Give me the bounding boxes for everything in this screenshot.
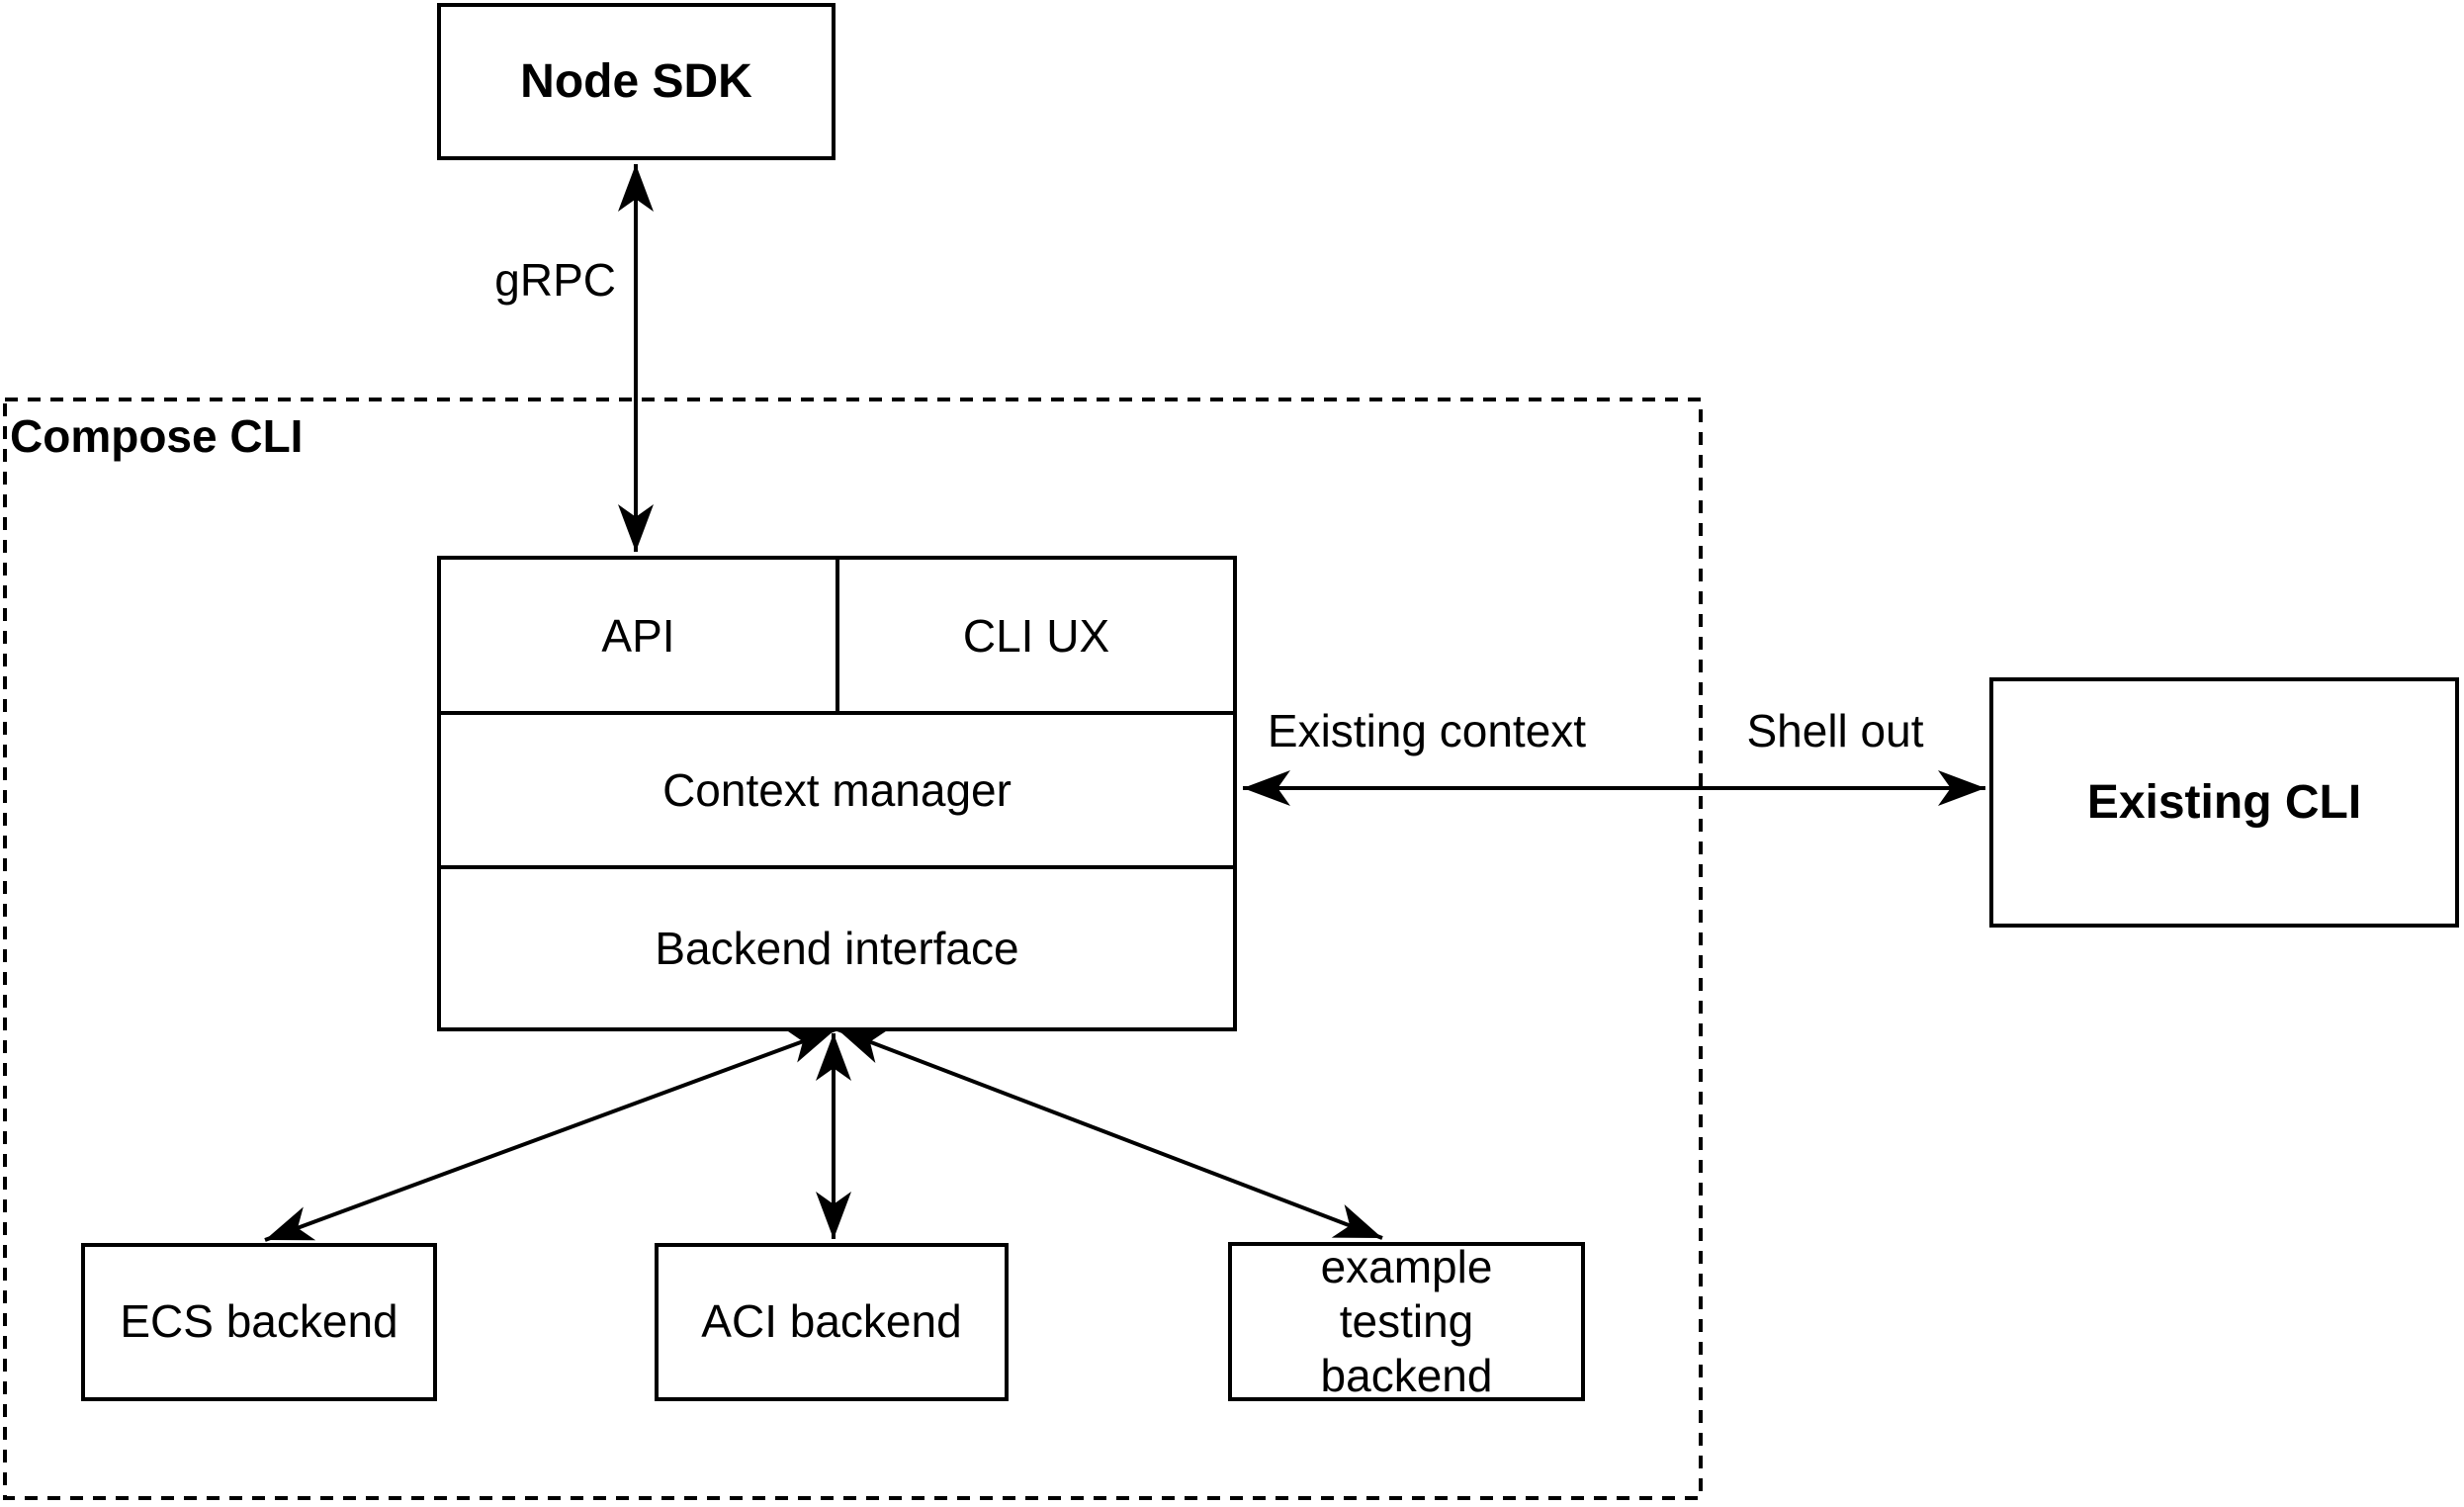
context-manager-cell: Context manager <box>441 715 1233 869</box>
backend-arrow-example <box>836 1027 1383 1240</box>
existing-cli-label: Existing CLI <box>2086 775 2362 829</box>
cli-ux-cell: CLI UX <box>839 560 1233 711</box>
ecs-backend-label: ECS backend <box>120 1295 398 1348</box>
compose-cli-container-label: Compose CLI <box>10 410 304 462</box>
backend-interface-cell: Backend interface <box>441 869 1233 1027</box>
top-row: API CLI UX <box>441 560 1233 715</box>
shell-out-edge-label: Shell out <box>1746 705 1924 756</box>
example-testing-backend-box: example testing backend <box>1228 1240 1585 1402</box>
grpc-edge-label: gRPC <box>494 254 616 306</box>
cli-ux-label: CLI UX <box>962 609 1110 662</box>
aci-backend-label: ACI backend <box>701 1295 962 1348</box>
backend-interface-label: Backend interface <box>655 923 1019 974</box>
api-label: API <box>601 609 675 662</box>
compose-cli-container-border <box>3 398 1703 1500</box>
node-sdk-label: Node SDK <box>520 54 752 108</box>
existing-cli-box: Existing CLI <box>1989 677 2459 928</box>
example-testing-backend-label: example testing backend <box>1320 1240 1493 1402</box>
existing-context-edge-label: Existing context <box>1267 705 1587 756</box>
context-manager-label: Context manager <box>662 764 1012 816</box>
backend-arrow-ecs <box>264 1027 836 1242</box>
node-sdk-box: Node SDK <box>437 3 836 160</box>
aci-backend-box: ACI backend <box>655 1243 1009 1401</box>
compose-cli-core-box: API CLI UX Context manager Backend inter… <box>437 556 1237 1031</box>
api-cell: API <box>441 560 839 711</box>
ecs-backend-box: ECS backend <box>81 1243 437 1401</box>
